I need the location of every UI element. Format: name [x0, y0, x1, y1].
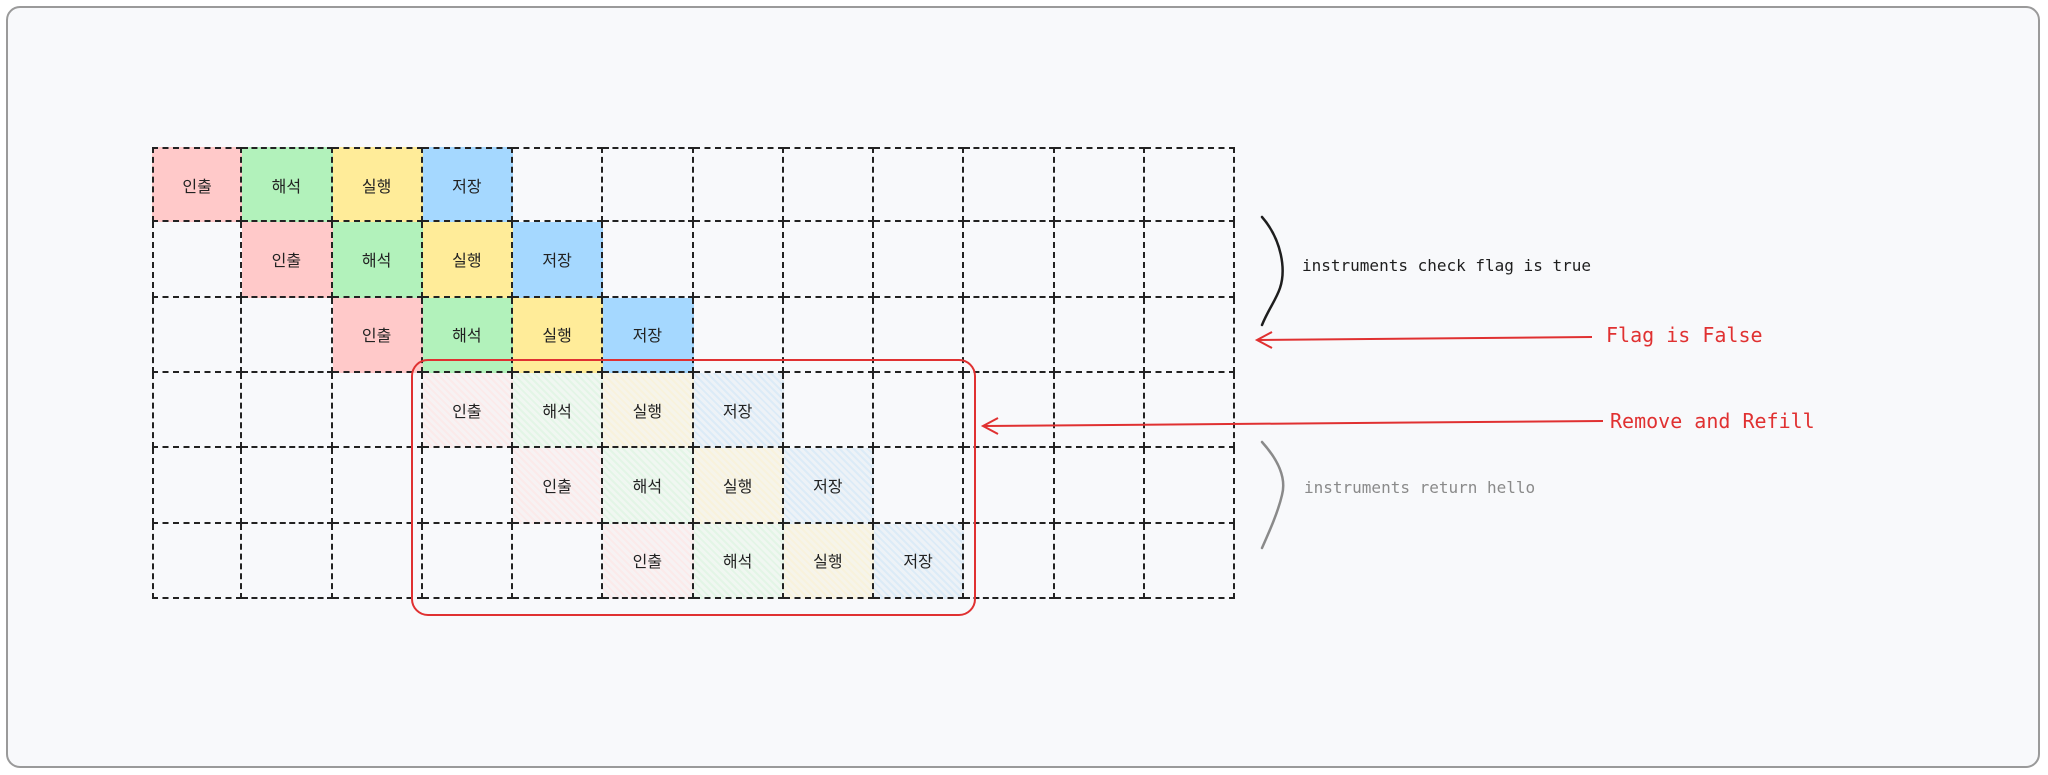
empty-cell [242, 523, 333, 599]
stage-cell-decode: 해석 [513, 372, 604, 449]
empty-cell [1144, 222, 1235, 298]
empty-cell [693, 147, 784, 223]
stage-cell-decode: 해석 [242, 147, 333, 223]
empty-cell [964, 372, 1055, 449]
stage-cell-store: 저장 [513, 222, 604, 298]
top-brace [1260, 215, 1284, 327]
stage-cell-fetch: 인출 [152, 147, 243, 223]
stage-cell-execute: 실행 [332, 147, 423, 223]
empty-cell [693, 297, 784, 373]
stage-cell-store: 저장 [422, 147, 513, 223]
empty-cell [1144, 372, 1235, 449]
stage-cell-fetch: 인출 [332, 297, 423, 373]
empty-cell [332, 523, 423, 599]
stage-cell-decode: 해석 [332, 222, 423, 298]
empty-cell [603, 222, 694, 298]
empty-cell [603, 147, 694, 223]
refill-highlight-box [411, 359, 976, 616]
remove-refill-label: Remove and Refill [1610, 409, 1815, 433]
stage-cell-decode: 해석 [603, 448, 694, 524]
bottom-brace [1260, 440, 1285, 550]
stage-cell-store: 저장 [783, 448, 874, 524]
empty-cell [874, 297, 965, 373]
empty-cell [783, 372, 874, 449]
flag-true-note: instruments check flag is true [1302, 256, 1591, 275]
empty-cell [783, 297, 874, 373]
diagram-canvas [6, 6, 2040, 768]
empty-cell [332, 372, 423, 449]
empty-cell [874, 448, 965, 524]
empty-cell [1054, 448, 1145, 524]
empty-cell [964, 297, 1055, 373]
stage-cell-execute: 실행 [693, 448, 784, 524]
empty-cell [783, 147, 874, 223]
empty-cell [152, 448, 243, 524]
stage-cell-store: 저장 [693, 372, 784, 449]
empty-cell [964, 222, 1055, 298]
stage-cell-decode: 해석 [693, 523, 784, 599]
empty-cell [242, 372, 333, 449]
empty-cell [1054, 222, 1145, 298]
empty-cell [152, 523, 243, 599]
empty-cell [152, 372, 243, 449]
empty-cell [874, 372, 965, 449]
empty-cell [874, 222, 965, 298]
empty-cell [152, 297, 243, 373]
empty-cell [783, 222, 874, 298]
empty-cell [242, 297, 333, 373]
stage-cell-store: 저장 [874, 523, 965, 599]
stage-cell-fetch: 인출 [422, 372, 513, 449]
empty-cell [1054, 523, 1145, 599]
stage-cell-execute: 실행 [603, 372, 694, 449]
stage-cell-execute: 실행 [422, 222, 513, 298]
empty-cell [422, 448, 513, 524]
stage-cell-fetch: 인출 [513, 448, 604, 524]
empty-cell [964, 448, 1055, 524]
empty-cell [242, 448, 333, 524]
empty-cell [422, 523, 513, 599]
empty-cell [964, 147, 1055, 223]
stage-cell-execute: 실행 [783, 523, 874, 599]
flag-false-label: Flag is False [1606, 323, 1763, 347]
empty-cell [874, 147, 965, 223]
empty-cell [693, 222, 784, 298]
empty-cell [1144, 523, 1235, 599]
empty-cell [332, 448, 423, 524]
empty-cell [1054, 372, 1145, 449]
empty-cell [964, 523, 1055, 599]
stage-cell-fetch: 인출 [242, 222, 333, 298]
empty-cell [1054, 147, 1145, 223]
empty-cell [1054, 297, 1145, 373]
flag-arrow [1254, 331, 1593, 349]
empty-cell [1144, 297, 1235, 373]
return-hello-note: instruments return hello [1304, 478, 1536, 497]
empty-cell [513, 523, 604, 599]
empty-cell [513, 147, 604, 223]
refill-arrow [980, 417, 1604, 435]
empty-cell [152, 222, 243, 298]
empty-cell [1144, 147, 1235, 223]
empty-cell [1144, 448, 1235, 524]
stage-cell-fetch: 인출 [603, 523, 694, 599]
